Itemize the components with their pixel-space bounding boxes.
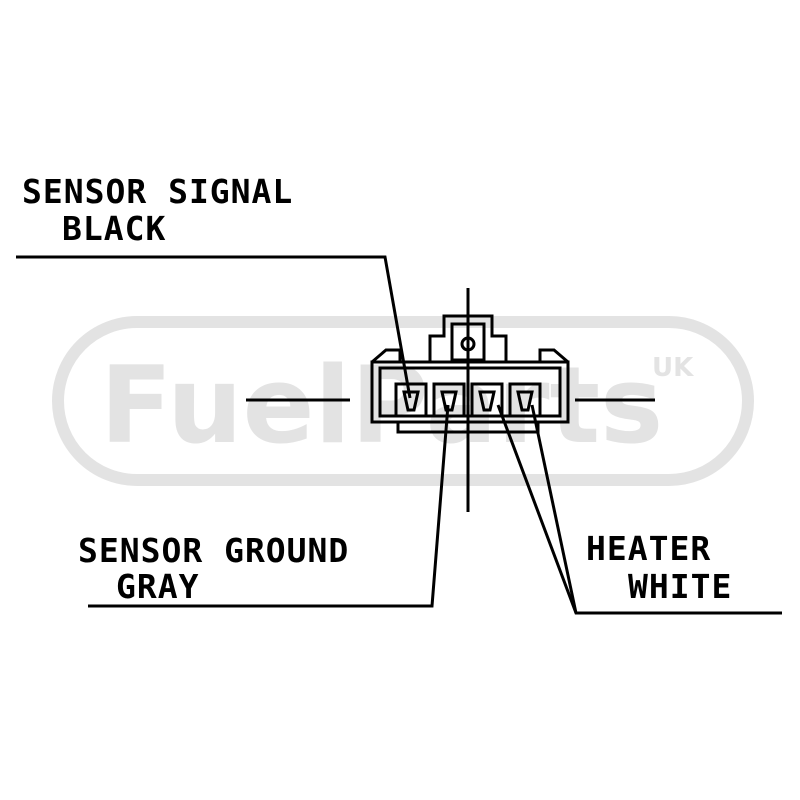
heater-label: HEATER (586, 529, 711, 568)
sensor-ground-color-label: GRAY (116, 567, 199, 606)
sensor-ground-leader (88, 404, 450, 608)
sensor-ground-label: SENSOR GROUND (78, 531, 349, 570)
watermark-region: UK (652, 353, 694, 383)
sensor-signal-label: SENSOR SIGNAL (22, 172, 293, 211)
connector-latch-right (538, 348, 569, 364)
connector-lock-inner (450, 322, 486, 362)
sensor-signal-color-label: BLACK (62, 209, 166, 248)
terminal-cavities (394, 382, 542, 418)
heater-leader-b (530, 404, 578, 614)
watermark-frame (52, 316, 754, 486)
connector-latch-left (371, 348, 402, 364)
connector-housing-inner (378, 366, 562, 418)
terminal-cavity-2 (432, 382, 466, 418)
diagram-labels: SENSOR SIGNAL BLACK SENSOR GROUND GRAY H… (22, 172, 732, 606)
terminal-cavity-1 (394, 382, 428, 418)
connector-housing-outer (370, 360, 570, 424)
connector-body (370, 314, 570, 434)
heater-color-label: WHITE (628, 567, 732, 606)
sensor-signal-leader (16, 255, 412, 399)
connector-lock-pin (460, 336, 476, 352)
connector-lock-housing (428, 314, 508, 362)
terminal-cavity-4 (508, 382, 542, 418)
leader-lines (16, 255, 782, 615)
